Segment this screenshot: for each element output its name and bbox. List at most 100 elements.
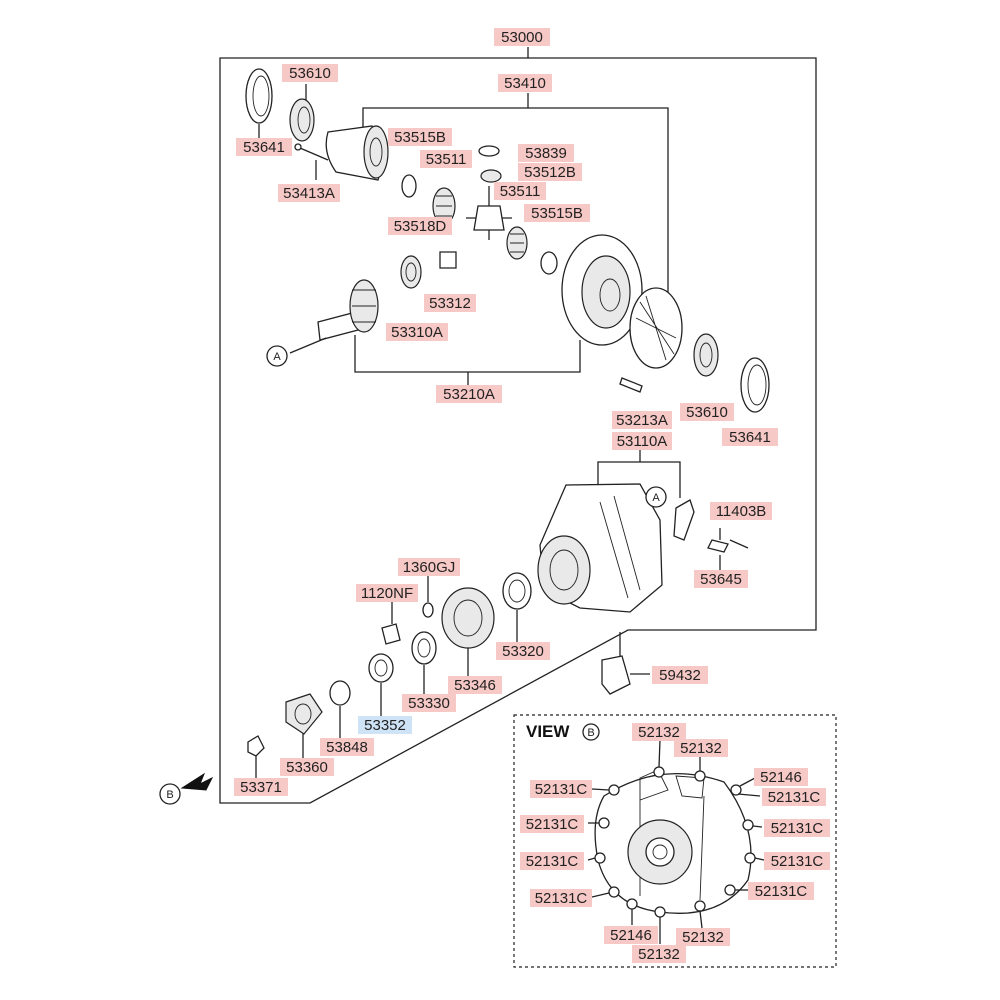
part-number: 52131C xyxy=(526,853,579,870)
part-label-v52146a: 52146 xyxy=(754,768,808,786)
part-label-l53000: 53000 xyxy=(494,28,550,46)
view-title: VIEW xyxy=(526,722,570,741)
part-label-v52132a: 52132 xyxy=(632,723,686,741)
plug-1360gj xyxy=(422,602,434,618)
pinion-shaft-53518d xyxy=(466,186,512,240)
part-label-l53330: 53330 xyxy=(402,694,456,712)
drive-pinion-53210a xyxy=(317,279,379,341)
part-number: 53210A xyxy=(443,386,495,403)
part-label-v52131c5: 52131C xyxy=(520,852,584,870)
part-label-bg xyxy=(674,739,728,757)
part-number: 1360GJ xyxy=(403,559,456,576)
part-label-v52132c: 52132 xyxy=(676,928,730,946)
part-number: 53518D xyxy=(394,218,447,235)
thrust-washer-53515b-left xyxy=(401,174,417,198)
part-label-v52131c4: 52131C xyxy=(764,819,830,837)
part-label-l53610a: 53610 xyxy=(282,64,338,82)
part-label-bg xyxy=(282,64,338,82)
part-number: 53346 xyxy=(454,677,496,694)
part-labels: 53000 53610 53410 53641 53515B 53839 53511 5351… xyxy=(234,28,830,963)
part-number: 52131C xyxy=(771,853,824,870)
part-number: 53213A xyxy=(616,412,668,429)
part-label-bg xyxy=(234,778,288,796)
part-label-l1360gj: 1360GJ xyxy=(398,558,460,576)
part-label-l53515b1: 53515B xyxy=(388,128,452,146)
part-number: 53511 xyxy=(500,183,541,200)
bracket-59432 xyxy=(601,655,631,695)
part-label-v52131c3: 52131C xyxy=(520,815,584,833)
part-label-l53110a: 53110A xyxy=(612,432,672,450)
differential-carrier-cover xyxy=(629,287,683,369)
part-label-bg xyxy=(518,163,582,181)
part-label-bg xyxy=(402,694,456,712)
bearing-cup-53641-right xyxy=(740,357,770,413)
part-label-l53511b: 53511 xyxy=(494,182,546,200)
part-label-bg xyxy=(632,723,686,741)
part-label-v52131c7: 52131C xyxy=(530,889,592,907)
spacer-53312 xyxy=(439,251,457,269)
part-label-bg xyxy=(748,882,814,900)
part-label-l53511a: 53511 xyxy=(420,150,472,168)
part-label-l53410: 53410 xyxy=(498,74,552,92)
part-label-bg xyxy=(494,28,550,46)
part-label-l1120nf: 1120NF xyxy=(356,584,418,602)
part-label-v52131c2: 52131C xyxy=(762,788,826,806)
part-number: 52131C xyxy=(755,883,808,900)
part-label-bg xyxy=(358,716,412,734)
view-title-marker: B xyxy=(587,727,594,739)
part-label-v52131c1: 52131C xyxy=(530,780,592,798)
part-number: 53110A xyxy=(617,433,668,450)
part-label-bg xyxy=(518,144,574,162)
retainer-53346 xyxy=(441,587,495,649)
part-label-bg xyxy=(424,294,476,312)
part-number: 53641 xyxy=(243,139,285,156)
part-label-bg xyxy=(754,768,808,786)
marker-a-housing-label: A xyxy=(652,492,660,504)
pinion-gear-53512b xyxy=(480,169,502,183)
thrust-washer-53839 xyxy=(478,145,500,157)
bolt-53213a xyxy=(619,377,643,393)
bearing-cup-53641-left xyxy=(245,68,273,124)
part-label-bg xyxy=(694,570,748,588)
part-label-bg xyxy=(764,852,830,870)
view-b-arrow: B xyxy=(159,772,214,805)
part-label-v52131c6: 52131C xyxy=(764,852,830,870)
bearing-53330 xyxy=(411,631,437,665)
part-label-l53310a: 53310A xyxy=(386,323,448,341)
part-label-v52131c8: 52131C xyxy=(748,882,814,900)
rear-cover-plate xyxy=(594,769,752,914)
part-label-l53320: 53320 xyxy=(496,642,550,660)
part-label-bg xyxy=(498,74,552,92)
companion-flange-53360 xyxy=(285,693,323,735)
part-number: 52131C xyxy=(771,820,824,837)
part-label-l53645: 53645 xyxy=(694,570,748,588)
marker-a-label: A xyxy=(273,351,281,363)
part-label-l53413a: 53413A xyxy=(278,184,340,202)
bolt-1120nf xyxy=(381,623,401,645)
part-label-bg xyxy=(320,738,374,756)
part-number: 53515B xyxy=(394,129,446,146)
part-label-l53210a: 53210A xyxy=(436,385,502,403)
part-label-v52132b: 52132 xyxy=(674,739,728,757)
part-label-bg xyxy=(604,926,658,944)
part-label-bg xyxy=(722,428,778,446)
part-label-bg xyxy=(280,758,334,776)
part-number: 59432 xyxy=(659,667,701,684)
marker-a-circle xyxy=(266,345,288,367)
part-label-bg xyxy=(236,138,292,156)
part-label-bg xyxy=(398,558,460,576)
part-number: 53839 xyxy=(525,145,567,162)
part-label-l11403b: 11403B xyxy=(710,502,772,520)
part-number: 53330 xyxy=(408,695,450,712)
part-number: 11403B xyxy=(716,503,767,520)
part-label-l53641b: 53641 xyxy=(722,428,778,446)
part-label-bg xyxy=(388,217,452,235)
part-label-l53518d: 53518D xyxy=(388,217,452,235)
part-number: 52131C xyxy=(535,890,588,907)
part-number: 53000 xyxy=(501,29,543,46)
part-number: 53360 xyxy=(286,759,328,776)
part-number: 52132 xyxy=(638,724,680,741)
part-label-l53352: 53352 xyxy=(358,716,412,734)
part-label-l53512b: 53512B xyxy=(518,163,582,181)
